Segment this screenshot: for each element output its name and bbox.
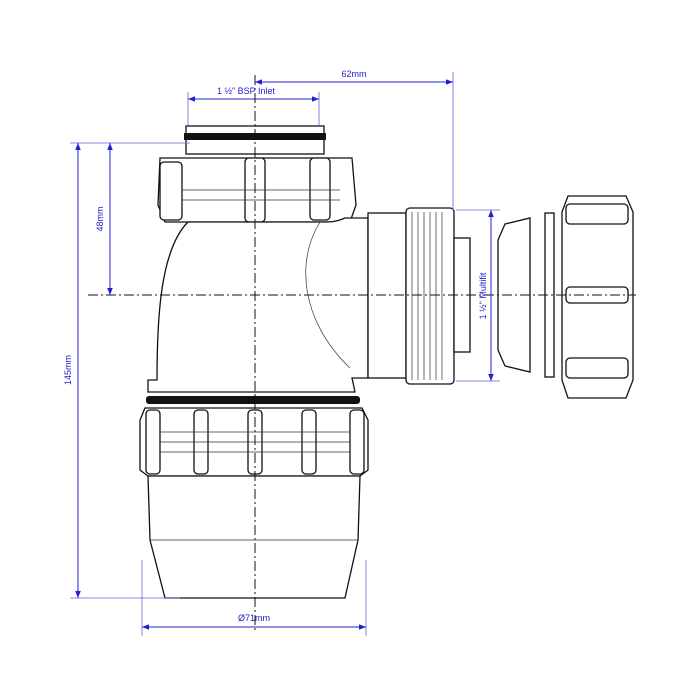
dimension-label: 145mm bbox=[63, 355, 73, 385]
dimension-label: 62mm bbox=[341, 69, 366, 79]
dimension-multifit: 1 ½" Multifit bbox=[478, 210, 494, 381]
top-nut bbox=[157, 157, 357, 223]
dimension-label: 1 ½" BSP Inlet bbox=[217, 86, 276, 96]
bottle-nut bbox=[139, 396, 369, 477]
outlet-nut bbox=[561, 195, 634, 399]
dimension-label: Ø71mm bbox=[238, 613, 270, 623]
trap-body bbox=[147, 217, 369, 393]
dimension-diameter: Ø71mm bbox=[142, 613, 366, 630]
outlet-thread bbox=[367, 207, 471, 385]
dimension-label: 1 ½" Multifit bbox=[478, 272, 488, 319]
cone-washer bbox=[497, 217, 531, 373]
bottle-body bbox=[147, 475, 361, 599]
dimension-48mm: 48mm bbox=[95, 143, 113, 295]
dimension-145mm: 145mm bbox=[63, 143, 81, 598]
dimension-label: 48mm bbox=[95, 206, 105, 231]
dimension-62mm: 62mm bbox=[255, 69, 453, 85]
dimension-inlet: 1 ½" BSP Inlet bbox=[188, 86, 319, 102]
